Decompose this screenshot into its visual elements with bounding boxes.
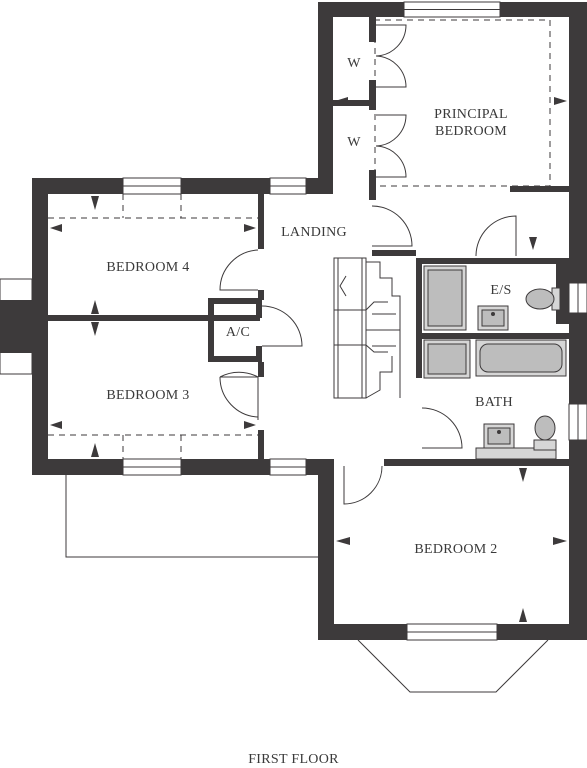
walls: [32, 2, 587, 640]
dashed-lines: [48, 19, 551, 459]
label-wardrobe-2: W: [347, 135, 361, 150]
sanitary-fixtures: [423, 265, 567, 460]
outline-lines: [0, 278, 549, 693]
label-principal-line2: BEDROOM: [435, 124, 507, 139]
label-wardrobe-1: W: [347, 56, 361, 71]
label-bedroom-2: BEDROOM 2: [414, 542, 497, 557]
windows: [122, 1, 587, 641]
label-landing: LANDING: [281, 225, 347, 240]
dimension-arrows: [50, 97, 567, 622]
floor-caption: FIRST FLOOR: [248, 752, 339, 767]
staircase: [333, 257, 401, 399]
label-principal-line1: PRINCIPAL: [434, 107, 508, 122]
room-labels: PRINCIPAL BEDROOM W W LANDING BEDROOM 4 …: [106, 56, 512, 557]
label-bedroom-3: BEDROOM 3: [106, 388, 189, 403]
label-ac: A/C: [226, 325, 250, 340]
label-bedroom-4: BEDROOM 4: [106, 260, 189, 275]
doors: [219, 24, 517, 505]
label-es: E/S: [490, 283, 511, 298]
label-bath: BATH: [475, 395, 513, 410]
